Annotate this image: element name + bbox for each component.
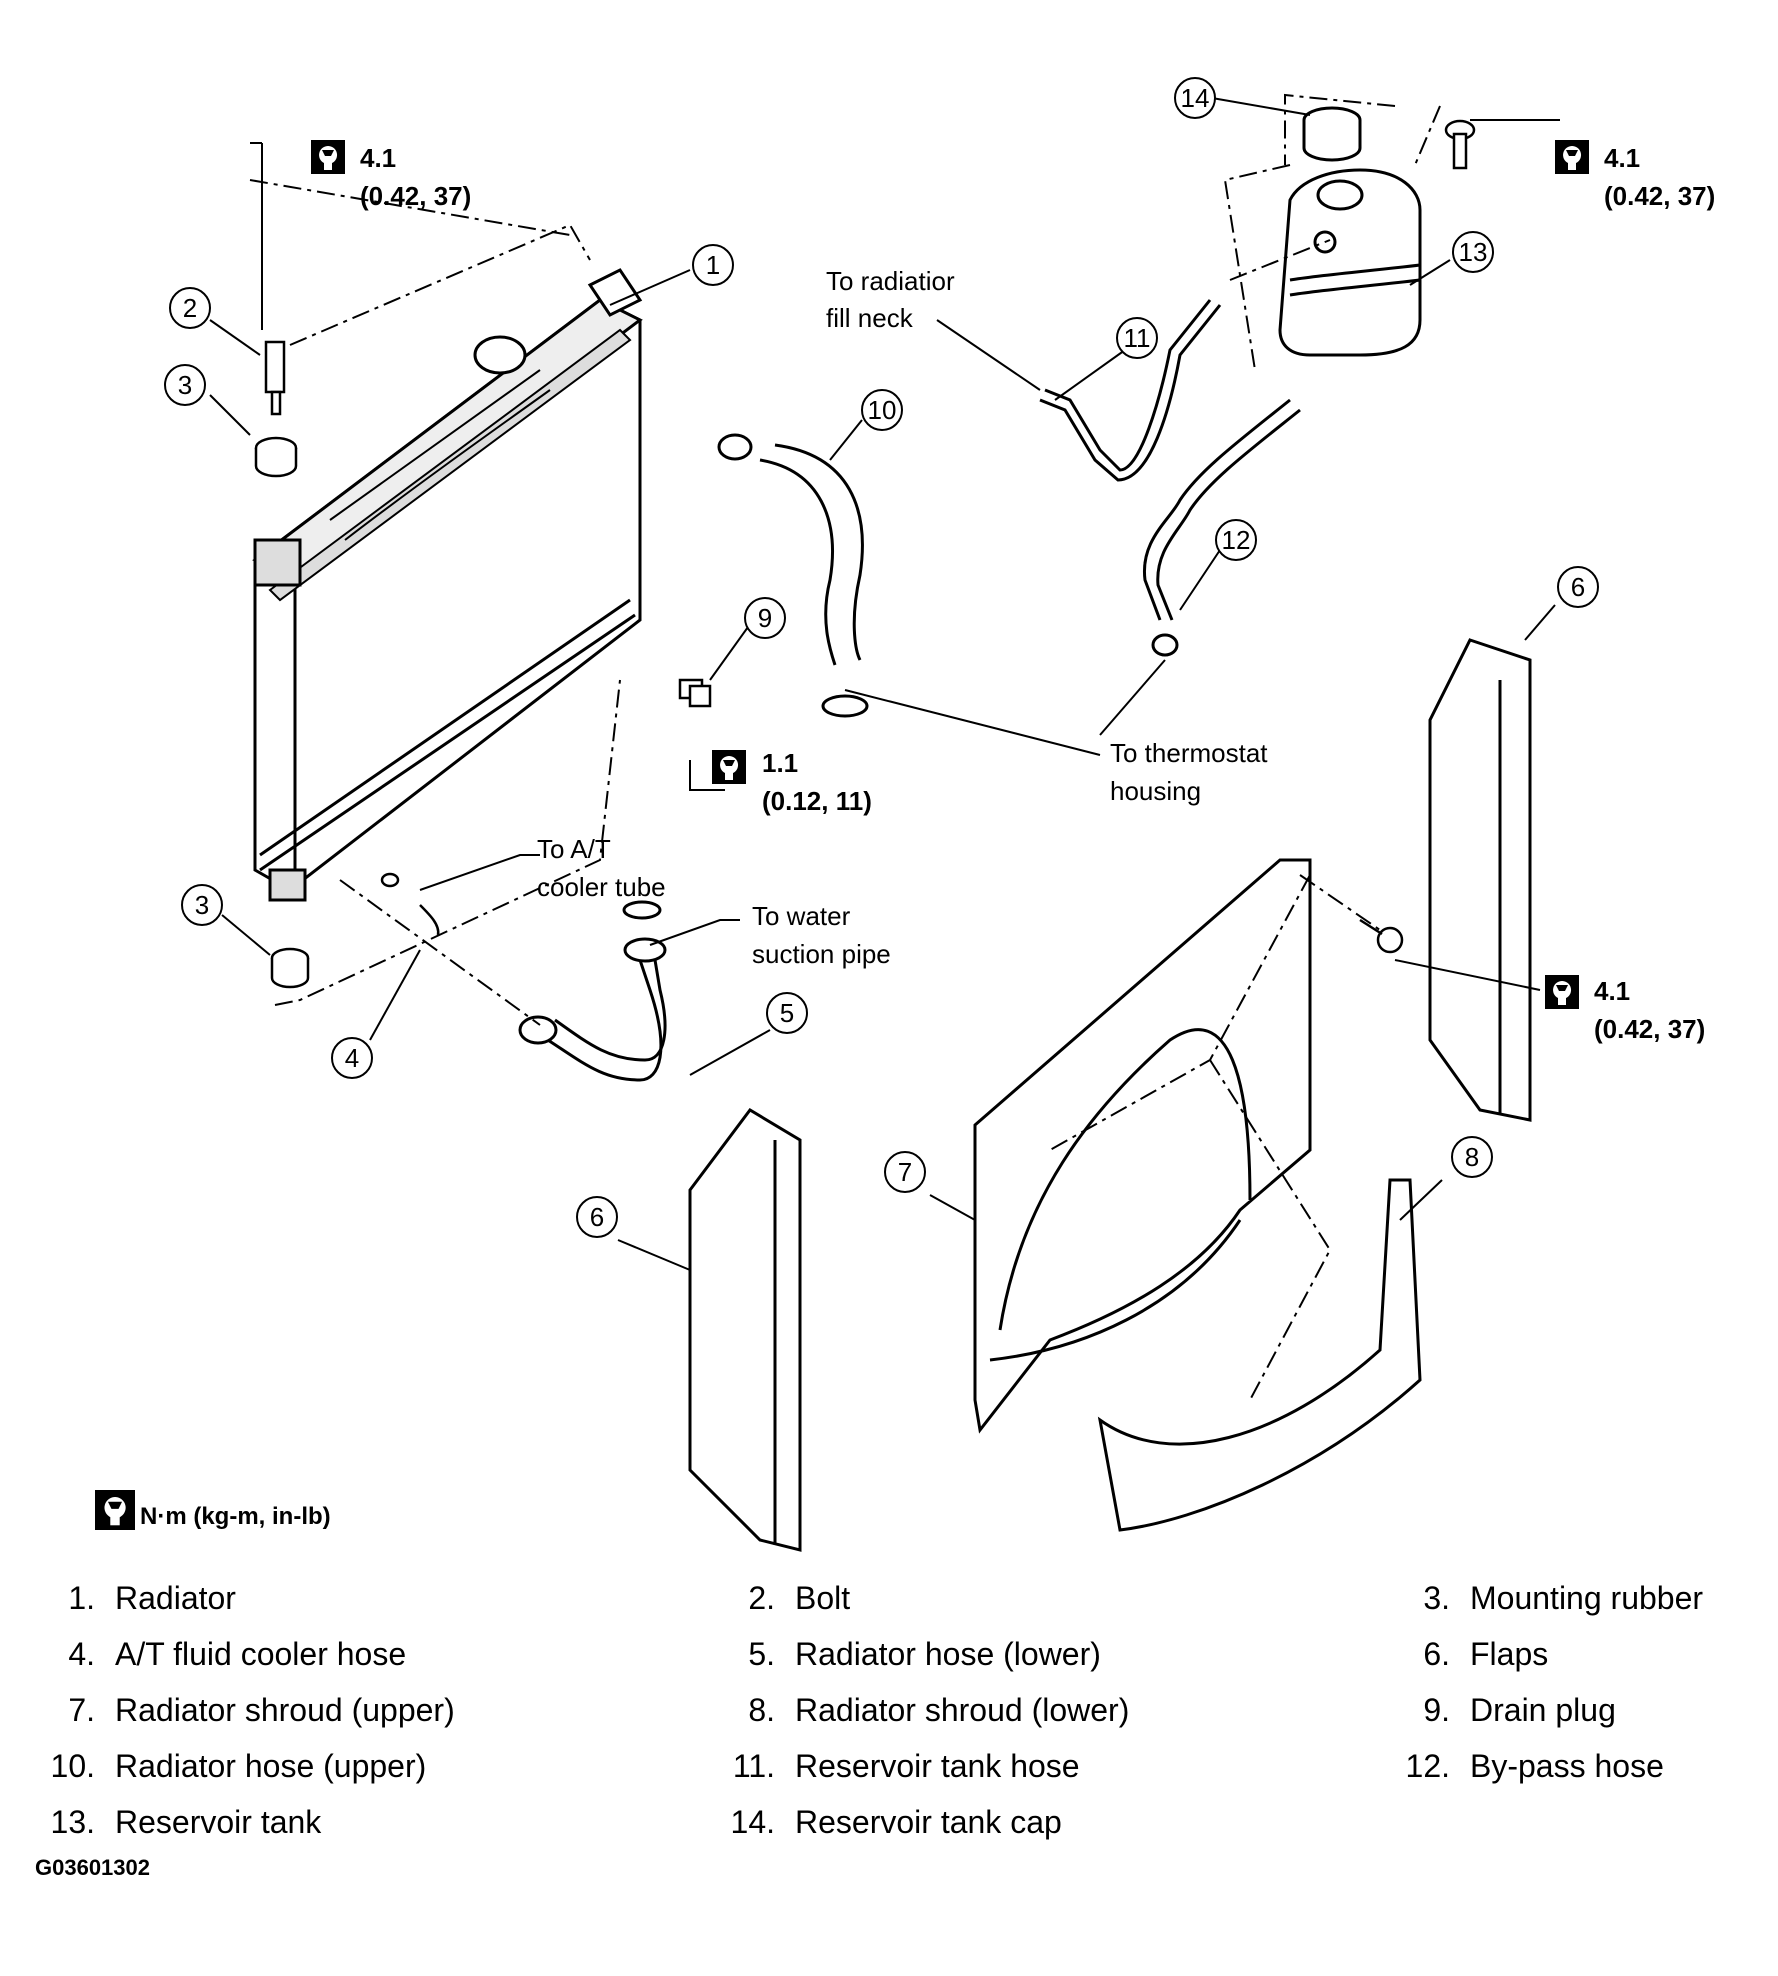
reservoir-tank-cap [1302,106,1362,162]
torque-spec-drain-plug: 1.1 (0.12, 11) [712,748,872,816]
svg-text:3: 3 [195,890,209,920]
annotation-suction-line1: To water [752,901,851,931]
torque-spec-shroud: 4.1 (0.42, 37) [1545,975,1705,1044]
figure-code: G03601302 [35,1855,150,1880]
bolt [264,340,286,416]
svg-text:1.1: 1.1 [762,748,798,778]
svg-text:10: 10 [868,395,897,425]
callout-11: 11 [1116,317,1158,359]
legend-row: 4.A/T fluid cooler hose 5.Radiator hose … [68,1636,1549,1672]
legend-row: 7.Radiator shroud (upper) 8.Radiator shr… [68,1692,1616,1728]
shroud-bolt [1359,918,1404,954]
callout-3-upper: 3 [164,364,206,406]
svg-text:4.1: 4.1 [1594,976,1630,1006]
by-pass-hose [1142,398,1301,657]
svg-text:5: 5 [780,998,794,1028]
reservoir-tank [1278,168,1422,357]
legend-row: 13.Reservoir tank 14.Reservoir tank cap [50,1804,1062,1840]
torque-unit-label: N·m (kg-m, in-lb) [140,1503,331,1530]
callout-6-left: 6 [576,1196,618,1238]
callout-1: 1 [692,244,734,286]
svg-text:(0.42, 37): (0.42, 37) [360,181,471,211]
callout-6-right: 6 [1557,566,1599,608]
svg-text:1: 1 [706,250,720,280]
svg-text:11: 11 [1124,323,1151,353]
svg-text:6: 6 [590,1202,604,1232]
solid-leaders [209,97,1560,1271]
callout-13: 13 [1452,231,1494,273]
callout-3-lower: 3 [181,884,223,926]
svg-text:7: 7 [898,1157,912,1187]
radiator-shroud-lower [1097,1178,1422,1532]
svg-text:2: 2 [183,293,197,323]
callout-7: 7 [884,1151,926,1193]
parts-legend: 1.Radiator 2.Bolt 3.Mounting rubber 4.A/… [35,1580,1755,1860]
callout-14: 14 [1174,77,1216,119]
callout-10: 10 [861,389,903,431]
at-fluid-cooler-hose [380,872,440,936]
svg-text:9: 9 [758,603,772,633]
svg-text:8: 8 [1465,1142,1479,1172]
annotation-at-cooler-line2: cooler tube [537,872,666,902]
callout-12: 12 [1215,519,1257,561]
radiator [252,268,643,902]
svg-text:4: 4 [345,1043,359,1073]
callout-4: 4 [331,1037,373,1079]
svg-text:6: 6 [1571,572,1585,602]
reservoir-tank-hose [1039,299,1222,482]
torque-spec-bolt: 4.1 (0.42, 37) [311,140,471,211]
callout-8: 8 [1451,1136,1493,1178]
torque-spec-reservoir: 4.1 (0.42, 37) [1555,140,1715,211]
radiator-hose-upper [717,433,869,718]
callout-2: 2 [169,287,211,329]
annotation-thermostat-line1: To thermostat [1110,738,1268,768]
radiator-hose-lower [518,900,667,1082]
svg-text:4.1: 4.1 [1604,143,1640,173]
svg-text:13: 13 [1459,237,1488,267]
flap-right [1428,638,1532,1122]
radiator-shroud-upper [973,858,1312,1434]
radiator-exploded-diagram: 1 2 3 3 4 5 6 6 7 8 9 10 11 12 13 14 4.1… [164,77,1715,1552]
svg-text:4.1: 4.1 [360,143,396,173]
svg-text:(0.42, 37): (0.42, 37) [1604,181,1715,211]
svg-text:(0.42, 37): (0.42, 37) [1594,1014,1705,1044]
annotation-at-cooler-line1: To A/T [537,834,611,864]
mounting-rubber-upper [254,436,298,478]
flap-left [688,1108,802,1552]
radiator-upper-tank [329,369,551,541]
legend-row: 10.Radiator hose (upper) 11.Reservoir ta… [50,1748,1664,1784]
svg-text:(0.12, 11): (0.12, 11) [762,786,872,816]
callout-5: 5 [766,992,808,1034]
svg-text:12: 12 [1222,525,1251,555]
mounting-rubber-lower [270,947,310,989]
legend-row: 1.Radiator 2.Bolt 3.Mounting rubber [68,1580,1704,1616]
torque-unit-icon [95,1490,135,1530]
drain-plug [678,678,712,708]
reservoir-bolt [1444,119,1476,170]
annotation-suction-line2: suction pipe [752,939,891,969]
callout-9: 9 [744,597,786,639]
svg-text:14: 14 [1181,83,1210,113]
svg-text:3: 3 [178,370,192,400]
dashed-leaders [249,93,1441,1401]
annotation-fill-neck-line2: fill neck [826,303,914,333]
annotation-thermostat-line2: housing [1110,776,1201,806]
annotation-fill-neck-line1: To radiatior [826,266,955,296]
